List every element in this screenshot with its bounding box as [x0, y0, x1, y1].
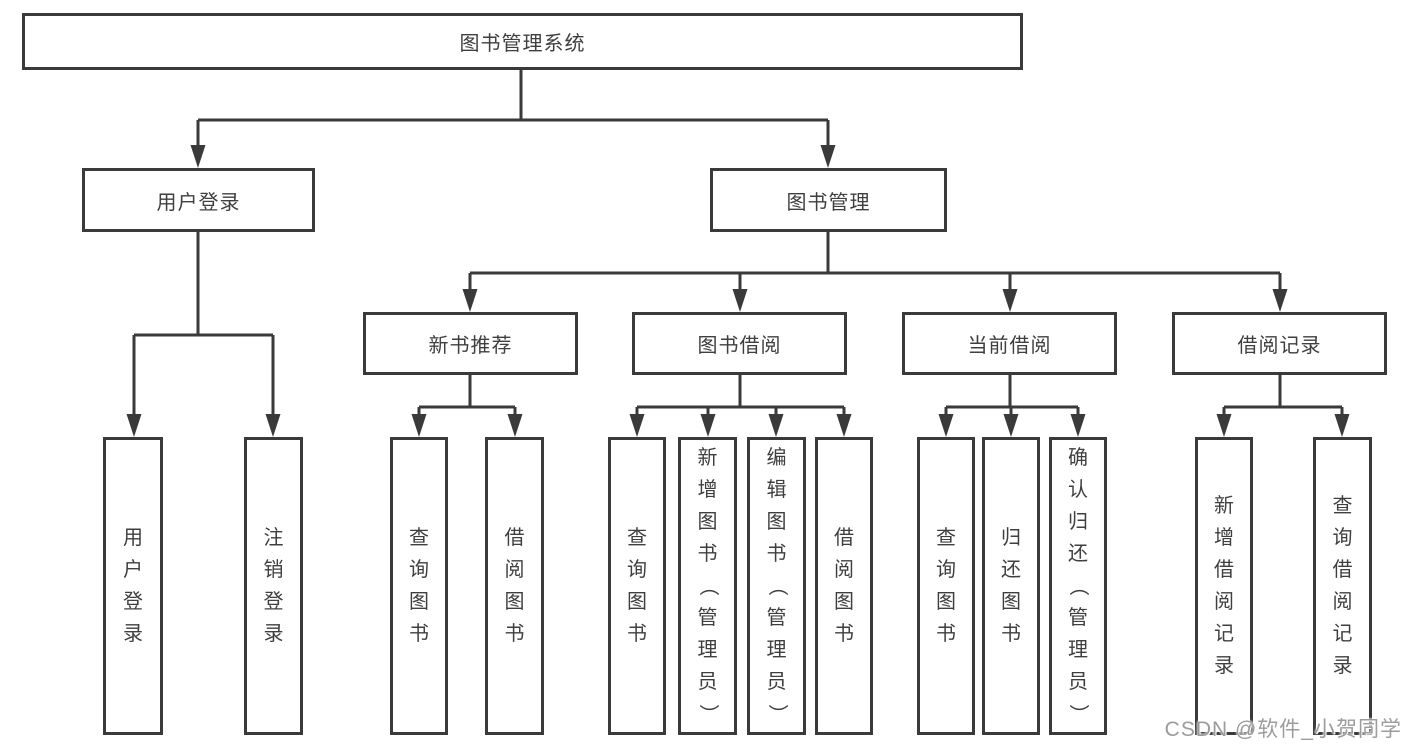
arrowheads	[126, 145, 1350, 437]
node-user-login: 用户登录	[82, 168, 315, 232]
node-current-borrowing: 当前借阅	[902, 312, 1117, 375]
node-book-management: 图书管理	[710, 168, 947, 232]
node-book-borrowing: 图书借阅	[632, 312, 847, 375]
node-leaf-borrow-book-2: 借阅图书	[815, 437, 873, 735]
node-library-management-system: 图书管理系统	[22, 13, 1023, 70]
node-leaf-query-book-3: 查询图书	[917, 437, 975, 735]
csdn-watermark: CSDN @软件_小贺同学	[1164, 718, 1402, 741]
node-leaf-user-login: 用户登录	[103, 437, 163, 735]
node-leaf-query-book-1: 查询图书	[390, 437, 448, 735]
node-leaf-return-book: 归还图书	[982, 437, 1040, 735]
node-leaf-logout: 注销登录	[244, 437, 303, 735]
node-leaf-add-book-admin: 新增图书（管理员）	[678, 437, 737, 735]
node-leaf-query-borrow-record: 查询借阅记录	[1313, 437, 1372, 735]
node-leaf-confirm-return-admin: 确认归还（管理员）	[1049, 437, 1107, 735]
node-borrowing-records: 借阅记录	[1172, 312, 1387, 375]
node-leaf-edit-book-admin: 编辑图书（管理员）	[747, 437, 806, 735]
node-leaf-borrow-book-1: 借阅图书	[485, 437, 544, 735]
node-leaf-query-book-2: 查询图书	[608, 437, 666, 735]
node-leaf-add-borrow-record: 新增借阅记录	[1195, 437, 1253, 735]
node-new-book-recommendation: 新书推荐	[363, 312, 578, 375]
